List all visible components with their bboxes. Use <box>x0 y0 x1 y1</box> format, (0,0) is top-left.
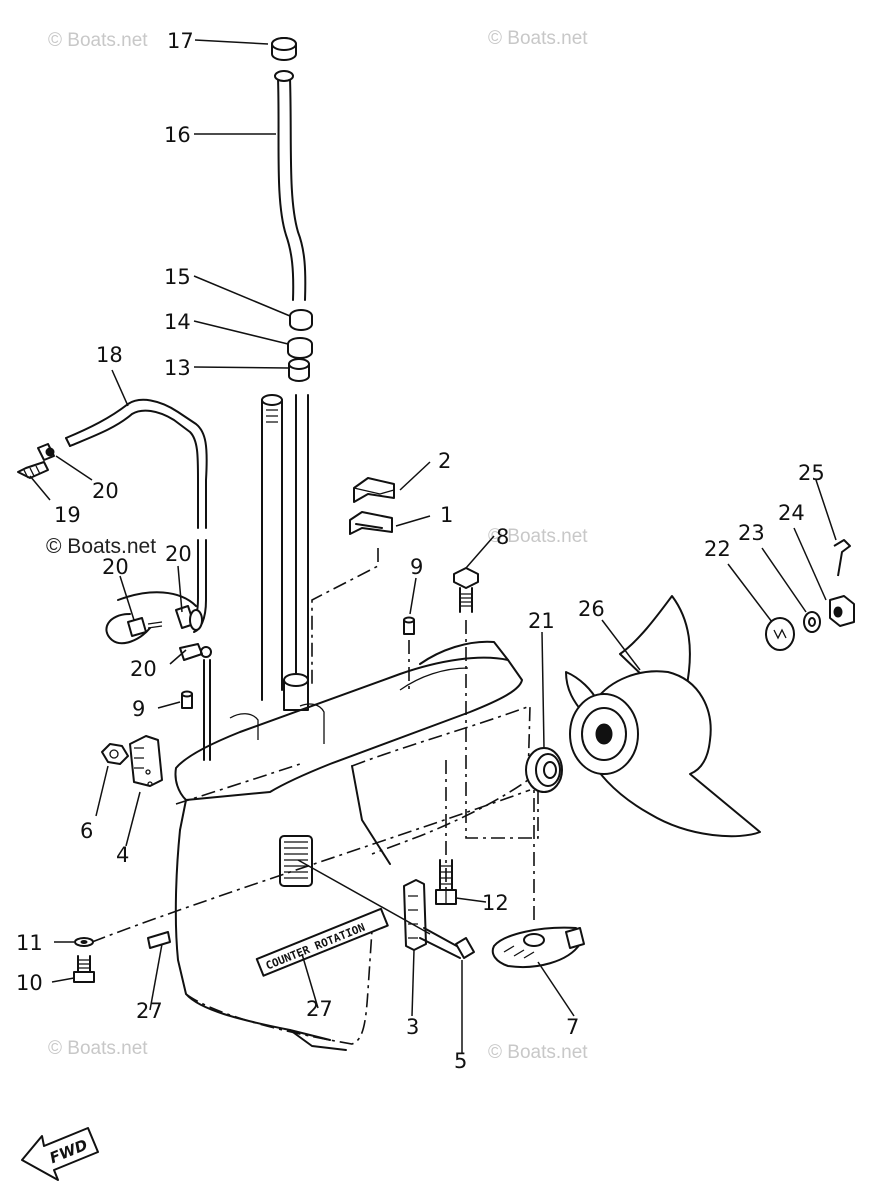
flushing-hose-assembly <box>17 398 212 761</box>
callout-20a: 20 <box>92 479 119 503</box>
callout-20d: 20 <box>130 657 157 681</box>
nut-6 <box>101 743 129 765</box>
bolt-5 <box>455 937 475 959</box>
callout-13: 13 <box>164 356 191 380</box>
callout-1: 1 <box>440 503 453 527</box>
hose-fitting-19 <box>17 461 49 479</box>
callout-14: 14 <box>164 310 191 334</box>
callout-20b: 20 <box>102 555 129 579</box>
lower-casing <box>174 620 539 1051</box>
trim-tab-area <box>101 735 163 787</box>
anode-4 <box>129 735 163 787</box>
hose-clamp-20b <box>127 617 147 637</box>
watermark-top-left: © Boats.net <box>48 30 148 51</box>
callout-11: 11 <box>16 931 43 955</box>
callout-9a: 9 <box>410 555 423 579</box>
prop-hardware <box>765 539 855 651</box>
propeller-26 <box>565 595 761 838</box>
callout-3: 3 <box>406 1015 419 1039</box>
callout-26: 26 <box>578 597 605 621</box>
callout-27a: 27 <box>136 999 163 1023</box>
water-tube-assembly <box>271 37 313 382</box>
counter-rotation-decal: COUNTER ROTATION <box>147 907 389 977</box>
callout-24: 24 <box>778 501 805 525</box>
callout-5: 5 <box>454 1049 467 1073</box>
fwd-arrow-icon <box>21 1127 99 1181</box>
callout-6: 6 <box>80 819 93 843</box>
anode-3-bolt-5 <box>297 859 475 959</box>
callout-19: 19 <box>54 503 81 527</box>
bolt-10 <box>73 971 95 983</box>
callout-22: 22 <box>704 537 731 561</box>
callout-16: 16 <box>164 123 191 147</box>
trim-tab-7 <box>491 784 585 968</box>
callout-4: 4 <box>116 843 129 867</box>
hose-18 <box>65 398 208 529</box>
thrust-washer-21 <box>525 747 563 793</box>
callout-23: 23 <box>738 521 765 545</box>
decal-27b <box>255 907 389 977</box>
fwd-arrow-badge: FWD <box>21 1127 99 1181</box>
callout-labels: 17 16 15 14 13 18 20 19 20 20 20 2 1 8 9… <box>16 29 825 1073</box>
water-tube-16 <box>277 77 295 301</box>
bolt-12 <box>435 859 457 905</box>
callout-17: 17 <box>167 29 194 53</box>
dowel-pins <box>181 616 415 709</box>
seal-kit <box>311 477 395 684</box>
decal-text: COUNTER ROTATION <box>264 921 367 973</box>
callout-7: 7 <box>566 1015 579 1039</box>
callout-18: 18 <box>96 343 123 367</box>
seal-1 <box>349 511 393 535</box>
callout-10: 10 <box>16 971 43 995</box>
bolt-8 <box>453 567 479 613</box>
watermark-bottom-right: © Boats.net <box>488 1042 588 1063</box>
watermark-mid-right: © Boats.net <box>488 526 588 547</box>
callout-9b: 9 <box>132 697 145 721</box>
callout-20c: 20 <box>165 542 192 566</box>
callout-12: 12 <box>482 891 509 915</box>
callout-25: 25 <box>798 461 825 485</box>
seal-2 <box>353 477 395 503</box>
callout-21: 21 <box>528 609 555 633</box>
callout-8: 8 <box>496 525 509 549</box>
watermark-bottom-left: © Boats.net <box>48 1038 148 1059</box>
cotter-pin-25 <box>833 539 851 577</box>
decal-27a <box>147 931 171 949</box>
watermark-mid-left: © Boats.net <box>46 535 156 558</box>
callout-2: 2 <box>438 449 451 473</box>
anode-3 <box>403 879 427 951</box>
watermark-top-right: © Boats.net <box>488 28 588 49</box>
callout-15: 15 <box>164 265 191 289</box>
callout-27b: 27 <box>306 997 333 1021</box>
leader-lines <box>29 39 837 1054</box>
drive-shaft-tube <box>261 394 309 711</box>
